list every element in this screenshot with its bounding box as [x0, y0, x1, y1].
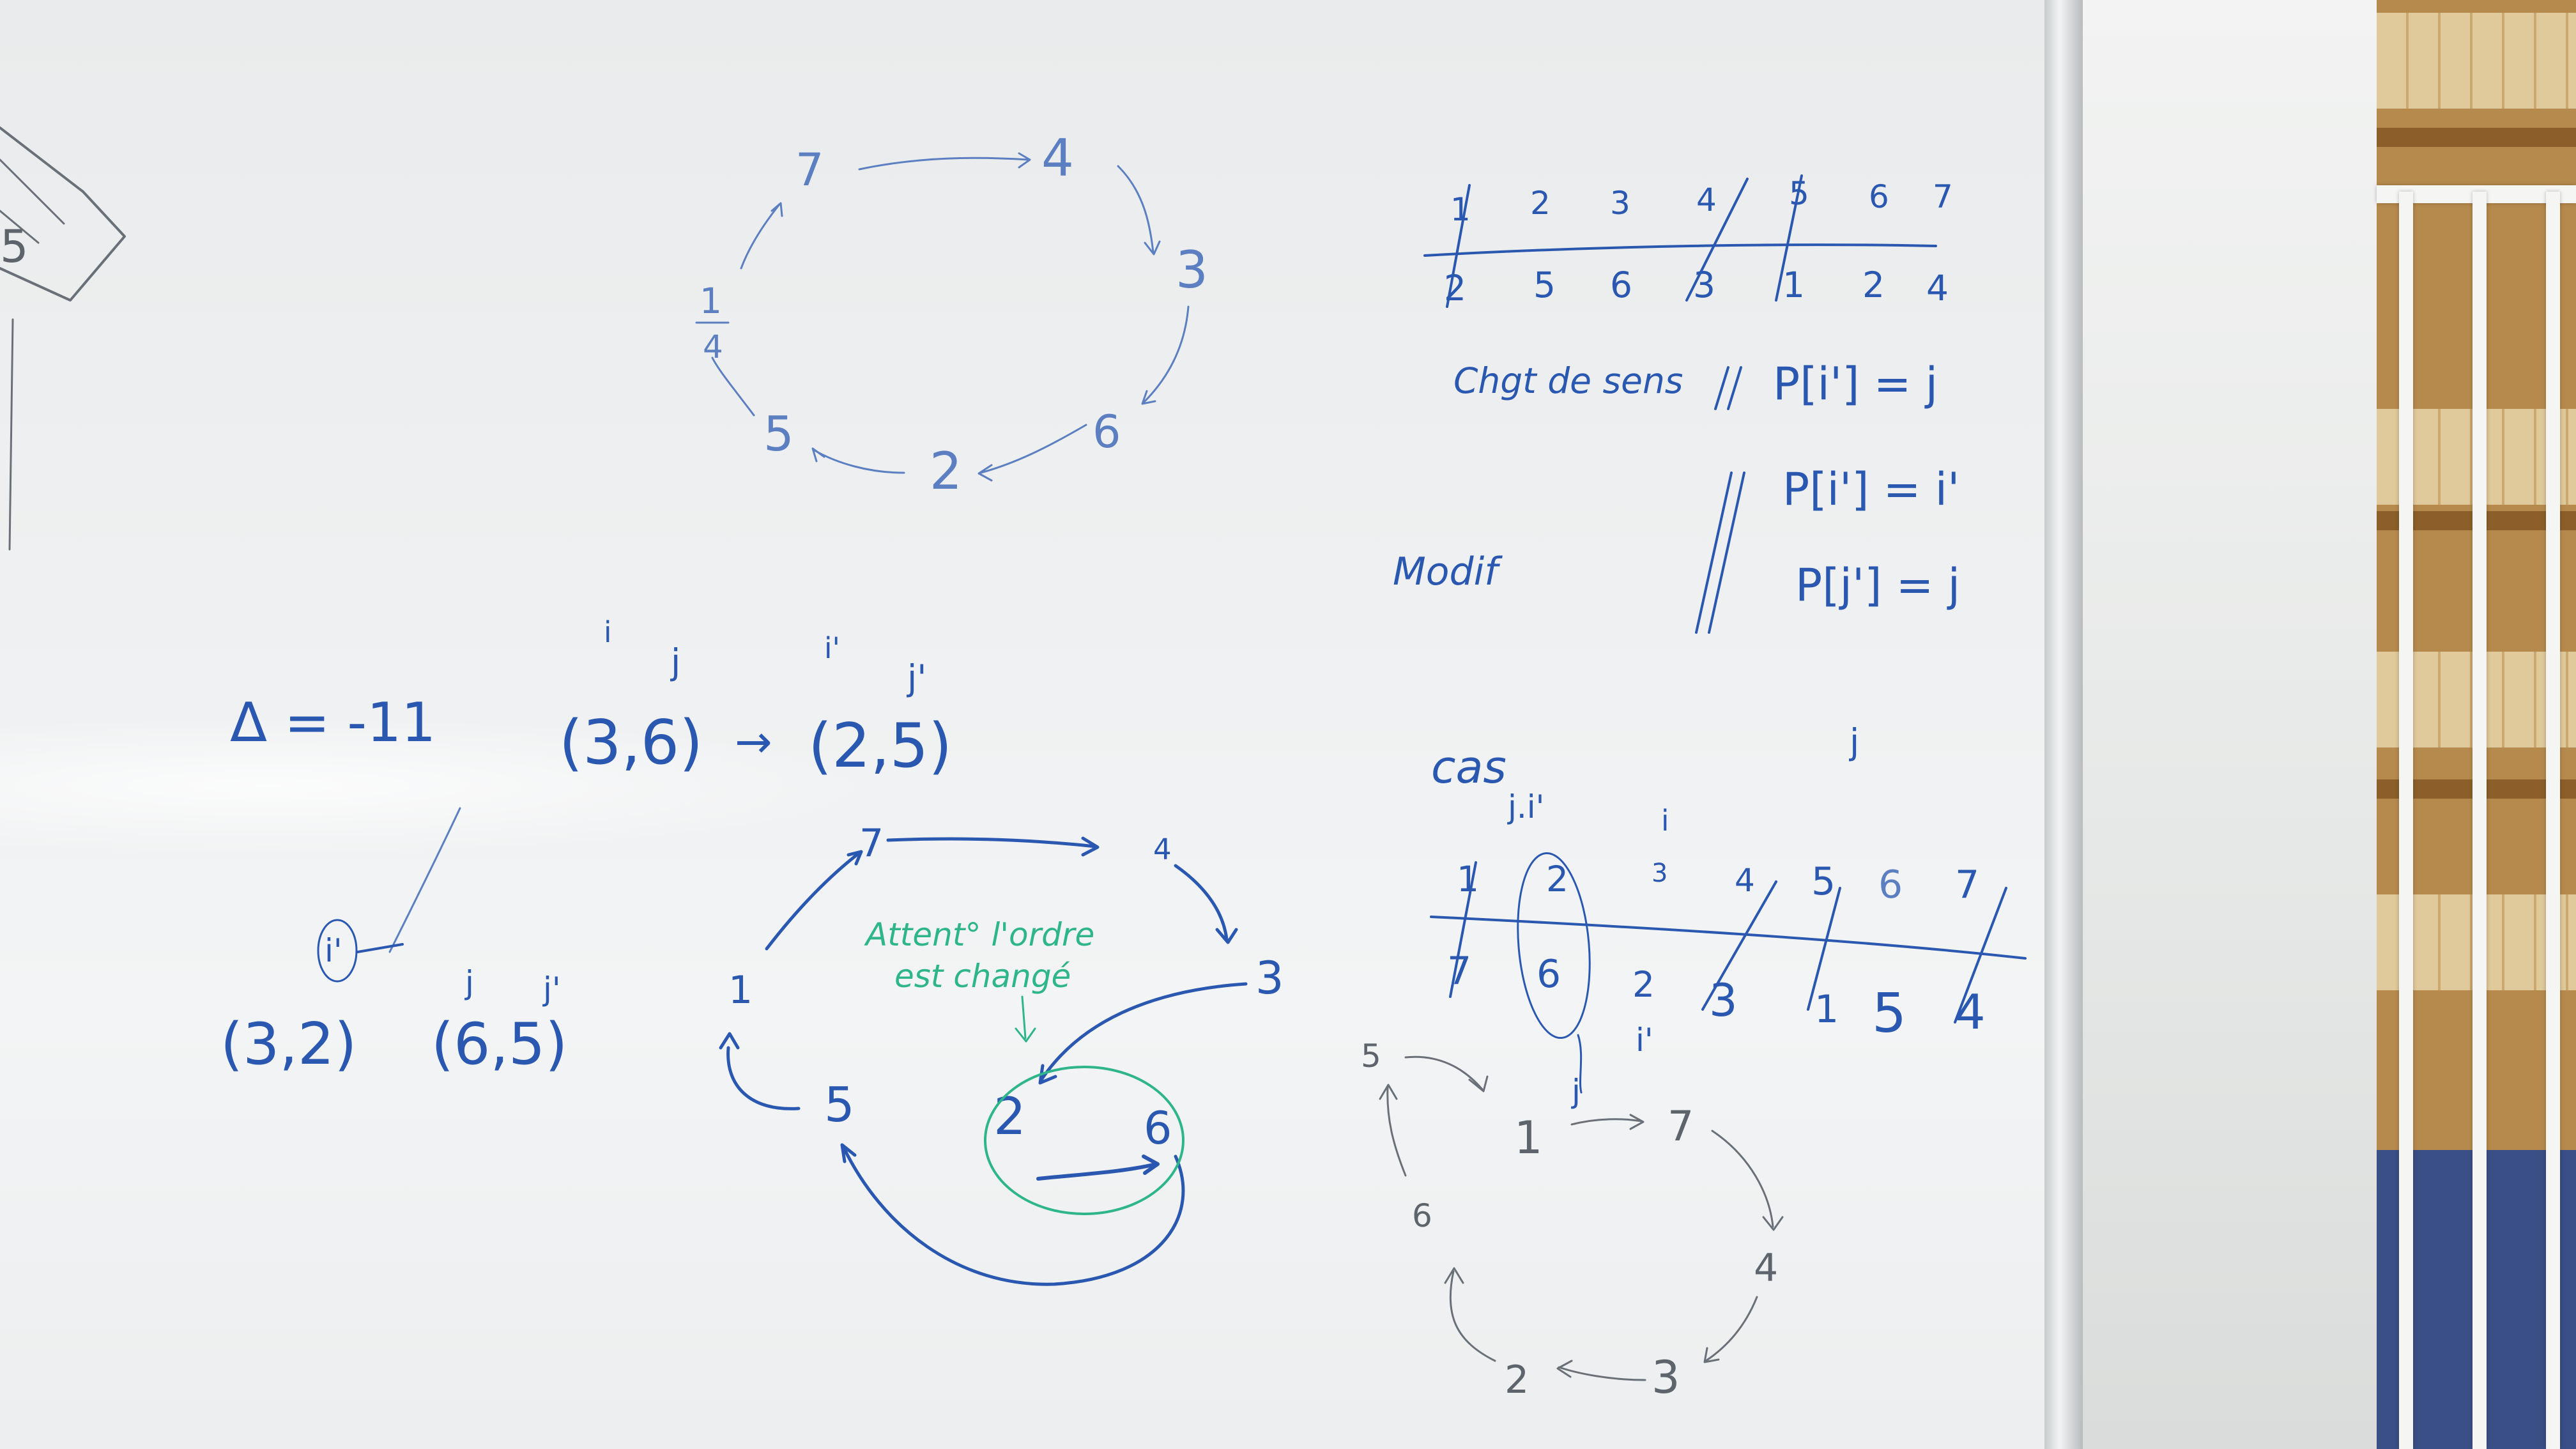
- cas-bottom-cell: 3: [1709, 974, 1738, 1027]
- mid-cycle-node-7: 7: [859, 821, 884, 866]
- cas-marker-j: j: [1571, 1073, 1581, 1110]
- bottom-cycle-node-4: 4: [1754, 1246, 1778, 1291]
- perm-bottom-cell: 4: [1926, 268, 1949, 309]
- railing-post: [2472, 192, 2487, 1449]
- bottom-cycle-node-7: 7: [1667, 1103, 1694, 1151]
- top-cycle: 7 4 3 6 2 5 1 4: [695, 128, 1208, 501]
- bottom-cycle-node-1: 1: [1514, 1112, 1543, 1164]
- delta-expression: Δ = -11: [230, 691, 436, 755]
- cas-marker-i: i: [1661, 804, 1669, 838]
- index-j-label: j: [670, 641, 680, 682]
- delta-section: Δ = -11 i j i' j' (3,6) → (2,5): [230, 615, 952, 781]
- top-cycle-node-7: 7: [795, 144, 824, 196]
- perm-bottom-cell: 6: [1610, 264, 1632, 305]
- edge-sketch: 5: [0, 126, 126, 551]
- top-cycle-node-5: 5: [763, 406, 794, 462]
- perm-bottom-cell: 3: [1693, 264, 1715, 305]
- notes-top-right: Chgt de sens P[i'] = j Modif P[i'] = i' …: [1393, 358, 1960, 634]
- wall: [2083, 0, 2377, 1449]
- cas-marker-top: j.i': [1507, 788, 1544, 825]
- pair-arrow: →: [735, 716, 772, 768]
- pair-j-label: j: [464, 964, 474, 1001]
- perm-top-cell: 3: [1610, 185, 1630, 222]
- perm-bottom-cell: 5: [1533, 264, 1556, 305]
- mid-cycle-node-1: 1: [728, 968, 753, 1013]
- whiteboard: 5 7 4 3 6 2 5 1 4 1 2 3 4 5: [0, 0, 2060, 1449]
- cas-bottom-cell: 6: [1537, 952, 1561, 997]
- binder-row: [2377, 13, 2576, 109]
- cas-top-cell: 7: [1955, 862, 1979, 907]
- pair-first: (3,2): [220, 1011, 356, 1078]
- chgt-formula: P[i'] = j: [1773, 358, 1938, 410]
- pair-right: (2,5): [808, 711, 952, 781]
- cas-bottom-cell: 5: [1872, 982, 1906, 1045]
- top-cycle-node-3: 3: [1176, 240, 1208, 300]
- top-cycle-node-2: 2: [930, 441, 962, 501]
- index-i-prime-label: i': [824, 631, 840, 665]
- cas-top-cell: 5: [1811, 859, 1836, 904]
- perm-top-cell: 6: [1869, 178, 1889, 215]
- top-cycle-node-4: 4: [1041, 128, 1074, 188]
- railing-post: [2399, 192, 2413, 1449]
- top-cycle-node-1: 1: [700, 280, 722, 321]
- green-note-line1: Attent° l'ordre: [864, 916, 1094, 953]
- cas-label: cas: [1431, 741, 1506, 793]
- light-glare: [0, 716, 894, 856]
- mid-cycle-node-6: 6: [1144, 1102, 1172, 1154]
- middle-cycle: 7 4 3 2 6 5 1 Attent° l'ordre est changé: [719, 821, 1284, 1286]
- bottom-cycle: 5 1 7 4 3 2 6: [1361, 1038, 1784, 1404]
- mid-cycle-node-4: 4: [1153, 832, 1172, 866]
- pair-second: (6,5): [431, 1011, 567, 1078]
- cas-top-cell: 4: [1735, 862, 1755, 899]
- railing-post: [2546, 192, 2560, 1449]
- modif-label: Modif: [1393, 549, 1503, 594]
- perm-top-cell: 2: [1530, 185, 1551, 222]
- cas-table: cas j.i' i j 1 2 3 4 5 6 7 7 6 2 3 1 5 4…: [1430, 721, 2027, 1110]
- bottom-cycle-node-3: 3: [1652, 1351, 1680, 1404]
- cas-marker-i-prime: i': [1636, 1022, 1653, 1059]
- circled-i-prime: i': [325, 932, 342, 969]
- mid-cycle-node-2: 2: [993, 1087, 1026, 1146]
- modif-formula-2: P[j'] = j: [1795, 559, 1960, 611]
- edge-text: 5: [0, 220, 29, 273]
- perm-top-cell: 7: [1933, 178, 1953, 215]
- index-j-prime-label: j': [907, 657, 926, 698]
- chgt-de-sens-label: Chgt de sens: [1453, 360, 1683, 401]
- pair-left: (3,6): [559, 708, 703, 778]
- pairs-bottom: i' (3,2) (6,5) j j': [220, 807, 567, 1078]
- cas-stray-j: j: [1849, 721, 1859, 762]
- bottom-cycle-node-5: 5: [1361, 1038, 1381, 1075]
- index-i-label: i: [604, 615, 612, 649]
- green-note-line2: est changé: [894, 958, 1071, 995]
- mid-cycle-node-5: 5: [824, 1077, 855, 1133]
- pair-j-prime-label: j': [542, 970, 561, 1008]
- cas-top-cell: 6: [1878, 862, 1903, 907]
- whiteboard-frame: [2044, 0, 2083, 1449]
- bottom-cycle-node-2: 2: [1505, 1358, 1529, 1402]
- shelf-board: [2377, 128, 2576, 147]
- perm-bottom-cell: 1: [1782, 264, 1805, 305]
- perm-top-cell: 4: [1696, 181, 1717, 218]
- mid-cycle-node-3: 3: [1255, 952, 1284, 1004]
- bottom-cycle-node-6: 6: [1412, 1197, 1432, 1234]
- perm-bottom-cell: 2: [1862, 264, 1885, 305]
- modif-formula-1: P[i'] = i': [1782, 463, 1959, 516]
- cas-bottom-cell: 1: [1814, 987, 1839, 1032]
- whiteboard-drawing: 5 7 4 3 6 2 5 1 4 1 2 3 4 5: [0, 126, 2027, 1404]
- cas-bottom-cell: 2: [1632, 964, 1655, 1005]
- perm-table-top: 1 2 3 4 5 6 7 2 5 6 3 1 2 4: [1423, 174, 1953, 309]
- cas-top-cell: 3: [1652, 859, 1667, 888]
- top-cycle-node-6: 6: [1092, 406, 1121, 458]
